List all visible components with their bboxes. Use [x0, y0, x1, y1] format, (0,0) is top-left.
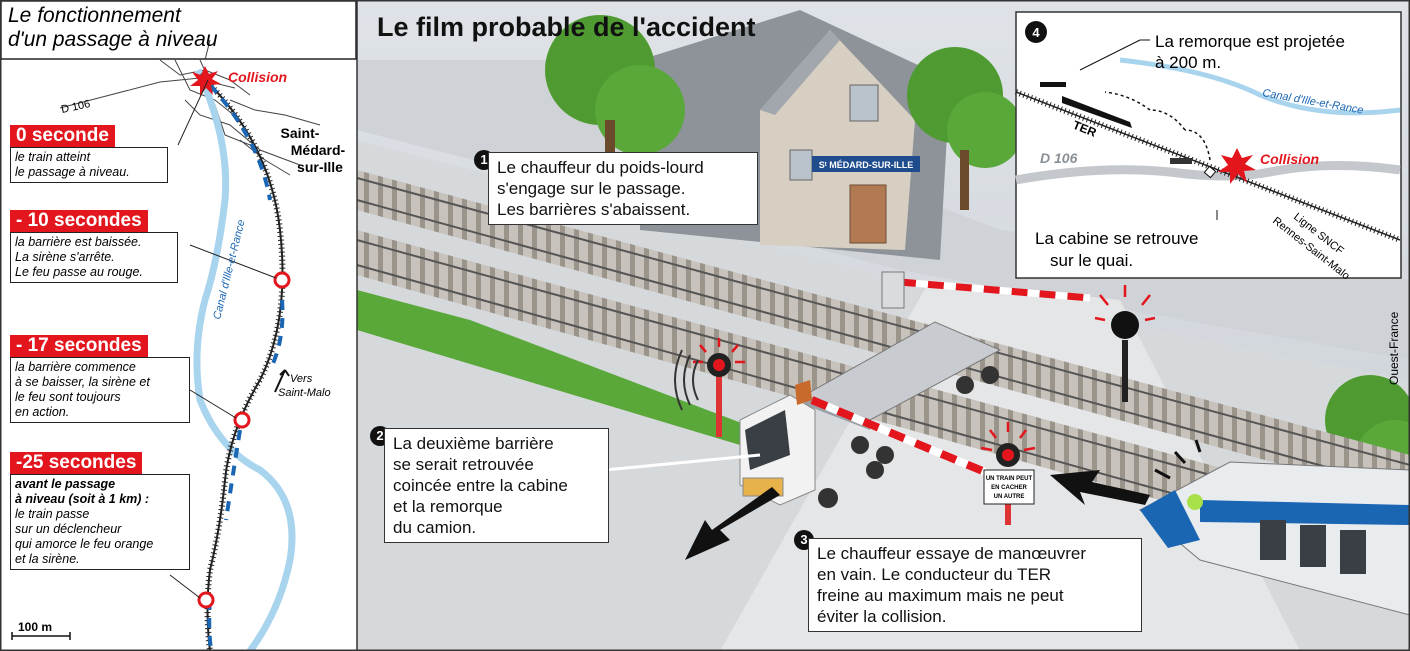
inset-truck — [1170, 158, 1192, 164]
step-3-bold-line-1: avant le passage — [15, 477, 116, 491]
map-road-label: D 106 — [60, 98, 91, 116]
step-desc-2: la barrière commence à se baisser, la si… — [10, 357, 190, 423]
map-railway-ties — [197, 72, 286, 651]
scene-step-2-line-2: se serait retrouvée — [393, 455, 534, 474]
step-3-line-4: et la sirène. — [15, 552, 80, 566]
town-line2: Médard- — [291, 142, 346, 158]
map-sensors — [197, 271, 291, 609]
step-desc-0: le train atteint le passage à niveau. — [10, 147, 168, 183]
step-3-line-2: sur un déclencheur — [15, 522, 122, 536]
map-signal-segments — [207, 83, 285, 651]
step-1-line-1: la barrière est baissée. — [15, 235, 142, 249]
step-time-1: - 10 secondes — [10, 210, 148, 232]
scene-step-1-line-3: Les barrières s'abaissent. — [497, 200, 691, 219]
step-0-line-1: le train atteint — [15, 150, 91, 164]
scene-step-3-callout: Le chauffeur essaye de manœuvrer en vain… — [808, 538, 1142, 632]
scene-step-2-line-1: La deuxième barrière — [393, 434, 554, 453]
warning-sign-line3: UN AUTRE — [994, 494, 1025, 500]
inset-trajectory — [1104, 91, 1211, 161]
ter-train — [1139, 439, 1410, 616]
inset-cab-line2: sur le quai. — [1050, 251, 1133, 270]
step-3-line-1: le train passe — [15, 507, 90, 521]
step-1-line-2: La sirène s'arrête. — [15, 250, 115, 264]
scene-title: Le film probable de l'accident — [377, 12, 756, 42]
callout-connectors — [604, 453, 761, 472]
truck-direction-arrow — [685, 487, 780, 560]
inset-cab-line1: La cabine se retrouve — [1035, 229, 1199, 248]
town-line3: sur-Ille — [297, 159, 343, 175]
inset-road — [1015, 160, 1401, 185]
inset-trailer-line1: La remorque est projetée — [1155, 32, 1345, 51]
scene-step-3-line-4: éviter la collision. — [817, 607, 947, 626]
scene-step-3-line-1: Le chauffeur essaye de manœuvrer — [817, 544, 1086, 563]
inset-railway-ties — [1014, 89, 1402, 243]
town-line1: Saint- — [281, 125, 320, 141]
warning-sign: UN TRAIN PEUT EN CACHER UN AUTRE — [983, 469, 1035, 505]
town-streets — [59, 39, 321, 176]
step-3-bold-line-2: à niveau (soit à 1 km) : — [15, 492, 150, 506]
direction-line1: Vers — [290, 373, 313, 385]
step-2-line-3: le feu sont toujours — [15, 390, 121, 404]
grass-strip — [357, 290, 760, 445]
warning-sign-line2: EN CACHER — [991, 485, 1027, 491]
step-2-line-4: en action. — [15, 405, 70, 419]
map-canal — [193, 68, 296, 651]
inset-collision-label: Collision — [1260, 151, 1319, 167]
inset-cab — [1203, 165, 1217, 179]
barriers — [810, 271, 1091, 476]
scale-bar — [11, 632, 71, 640]
scene-step-2-line-3: coincée entre la cabine — [393, 476, 568, 495]
step-desc-1: la barrière est baissée. La sirène s'arr… — [10, 232, 178, 283]
step-time-3: -25 secondes — [10, 452, 143, 474]
map-panel-title: Le fonctionnement d'un passage à niveau — [8, 4, 353, 52]
step-3-line-3: qui amorce le feu orange — [15, 537, 154, 551]
train-direction-arrow — [1050, 470, 1150, 505]
inset-road-label: D 106 — [1040, 150, 1078, 166]
scene-step-2-callout: La deuxième barrière se serait retrouvée… — [384, 428, 609, 543]
signal-lights — [674, 285, 1156, 525]
map-collision-star — [190, 66, 221, 96]
scene-step-3-line-2: en vain. Le conducteur du TER — [817, 565, 1052, 584]
inset-collision-star — [1218, 148, 1256, 184]
scene-step-1-callout: Le chauffeur du poids-lourd s'engage sur… — [488, 152, 758, 225]
scale-label: 100 m — [18, 620, 52, 634]
credit: Ouest-France — [1387, 311, 1401, 385]
step-time-0: 0 seconde — [10, 125, 115, 147]
scene-step-1-line-1: Le chauffeur du poids-lourd — [497, 158, 704, 177]
step-desc-3: avant le passage à niveau (soit à 1 km) … — [10, 474, 190, 570]
map-collision-label: Collision — [228, 69, 287, 85]
inset-canal — [1119, 57, 1401, 116]
north-arrow — [274, 369, 290, 393]
scene-step-3-line-3: freine au maximum mais ne peut — [817, 586, 1064, 605]
step-0-line-2: le passage à niveau. — [15, 165, 130, 179]
map-connectors — [169, 79, 277, 599]
scene-step-1-line-2: s'engage sur le passage. — [497, 179, 686, 198]
station-sign: Sᵗ MÉDARD-SUR-ILLE — [819, 160, 913, 170]
map-title-line2: d'un passage à niveau — [8, 28, 218, 51]
inset-step-number: 4 — [1032, 25, 1040, 40]
inset-panel: 4 La remorque est projetée à 200 m. Cana… — [1014, 11, 1402, 282]
warning-sign-line1: UN TRAIN PEUT — [986, 476, 1033, 482]
step-1-line-3: Le feu passe au rouge. — [15, 265, 143, 279]
inset-train — [1062, 96, 1132, 128]
map-title-line1: Le fonctionnement — [8, 4, 181, 27]
inset-trailer — [1040, 82, 1066, 87]
scene-step-2-line-4: et la remorque — [393, 497, 503, 516]
step-2-line-1: la barrière commence — [15, 360, 136, 374]
inset-trailer-line2: à 200 m. — [1155, 53, 1221, 72]
step-2-line-2: à se baisser, la sirène et — [15, 375, 150, 389]
step-time-2: - 17 secondes — [10, 335, 148, 357]
scene-step-2-line-5: du camion. — [393, 518, 477, 537]
direction-line2: Saint-Malo — [278, 387, 331, 399]
